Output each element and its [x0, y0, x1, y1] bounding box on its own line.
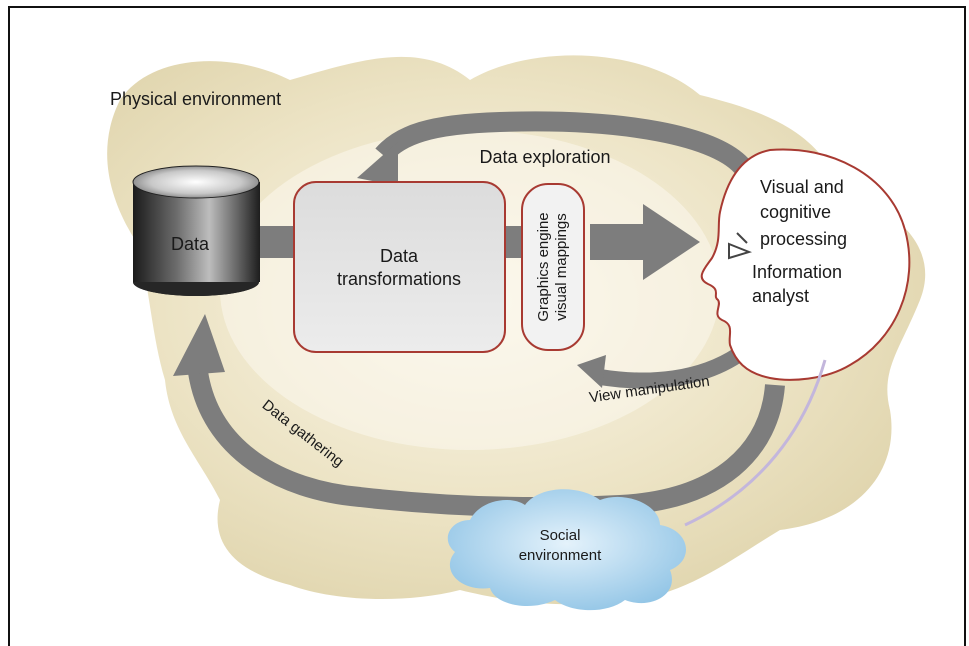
- pipeline-arrowhead: [643, 204, 700, 280]
- visual-cognitive-label-line3: processing: [760, 229, 847, 249]
- pipeline-arrow-shaft-3: [590, 224, 645, 260]
- data-exploration-arrow: [375, 111, 754, 177]
- information-analyst-label-line1: Information: [752, 262, 842, 282]
- social-environment-label-line1: Social: [540, 527, 581, 544]
- figure-frame: [8, 6, 966, 646]
- neck-line: [684, 359, 827, 527]
- data-transformations-box: [293, 181, 506, 353]
- view-manipulation-arrowhead: [577, 355, 606, 388]
- visualization-process-diagram: Data Data transformations Graphics engin…: [107, 55, 926, 611]
- visual-cognitive-label-line1: Visual and: [760, 177, 844, 197]
- eye-icon: [728, 232, 753, 260]
- social-environment-label-line2: environment: [519, 547, 602, 564]
- social-environment-cloud: [447, 489, 687, 611]
- data-exploration-arrowhead: [357, 142, 398, 186]
- information-analyst-label-line2: analyst: [752, 286, 809, 306]
- physical-environment-label: Physical environment: [110, 89, 281, 109]
- graphics-engine-label-line2: visual mappings: [553, 213, 570, 321]
- data-cylinder: [132, 165, 260, 296]
- data-exploration-label: Data exploration: [479, 147, 610, 167]
- data-label: Data: [171, 234, 210, 254]
- data-gathering-arrowhead: [173, 314, 225, 376]
- analyst-head: [700, 148, 911, 381]
- graphics-engine-label-line1: Graphics engine: [535, 212, 552, 321]
- view-manipulation-arrow: [598, 348, 743, 389]
- graphics-engine-box: [521, 183, 585, 351]
- visual-cognitive-label-line2: cognitive: [760, 202, 831, 222]
- diagram-stage: Data Data transformations Graphics engin…: [8, 6, 966, 646]
- data-transformations-label-line1: Data: [380, 246, 419, 266]
- data-transformations-label-line2: transformations: [337, 269, 461, 289]
- data-gathering-arrow: [188, 370, 785, 517]
